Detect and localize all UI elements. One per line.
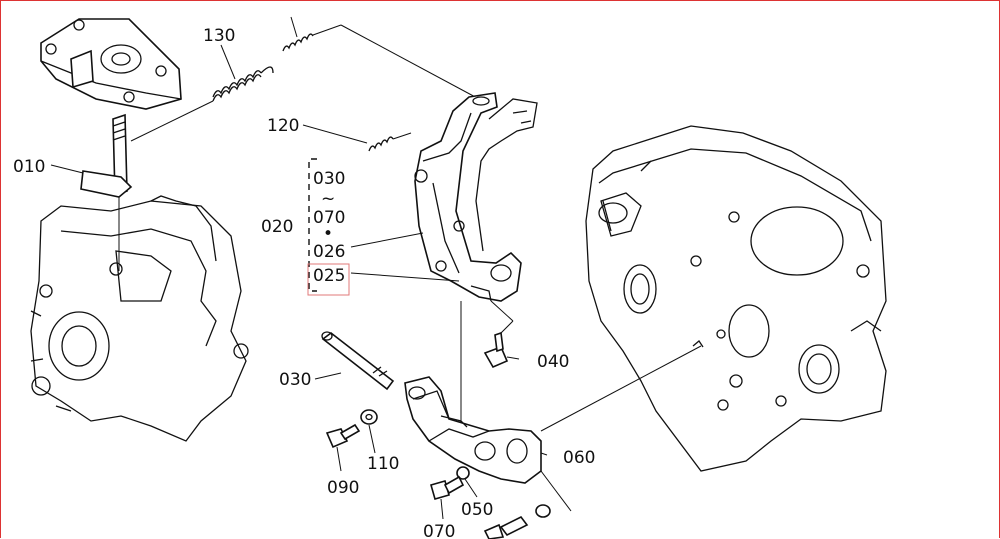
washer-110 [360, 409, 378, 425]
label-range-separator: ~ [321, 189, 335, 209]
highlight-box-025 [307, 263, 350, 296]
spring-120 [368, 132, 412, 152]
label-060[interactable]: 060 [563, 448, 595, 468]
gear-case-left [30, 195, 249, 442]
bolt-070 [483, 504, 551, 539]
label-030[interactable]: 030 [279, 370, 311, 390]
governor-cover-plate [40, 18, 182, 110]
label-030-range-start[interactable]: 030 [313, 169, 345, 189]
governor-shaft [80, 113, 133, 271]
label-026[interactable]: 026 [313, 242, 345, 262]
label-130[interactable]: 130 [203, 26, 235, 46]
label-090[interactable]: 090 [327, 478, 359, 498]
label-040[interactable]: 040 [537, 352, 569, 372]
label-050[interactable]: 050 [461, 500, 493, 520]
bracket-060 [404, 345, 702, 512]
label-020[interactable]: 020 [261, 217, 293, 237]
label-025[interactable]: 025 [313, 266, 345, 286]
washer-050 [430, 466, 470, 500]
pin-030 [321, 331, 395, 391]
bolt-040 [483, 300, 514, 369]
leader-lines [50, 44, 548, 520]
group-bracket-020 [308, 158, 317, 292]
spring-130 [130, 66, 274, 142]
label-010[interactable]: 010 [13, 157, 45, 177]
bolt-090 [325, 423, 361, 449]
part-labels[interactable]: 010 130 120 020 030 ~ 070 • 026 025 040 … [13, 26, 595, 539]
label-070[interactable]: 070 [423, 522, 455, 539]
label-070-range-end[interactable]: 070 [313, 208, 345, 228]
label-120[interactable]: 120 [267, 116, 299, 136]
engine-block-right [585, 125, 887, 472]
governor-lever-assembly [414, 92, 538, 426]
label-dot-separator: • [323, 224, 333, 244]
spring-top [282, 16, 480, 100]
label-110[interactable]: 110 [367, 454, 399, 474]
